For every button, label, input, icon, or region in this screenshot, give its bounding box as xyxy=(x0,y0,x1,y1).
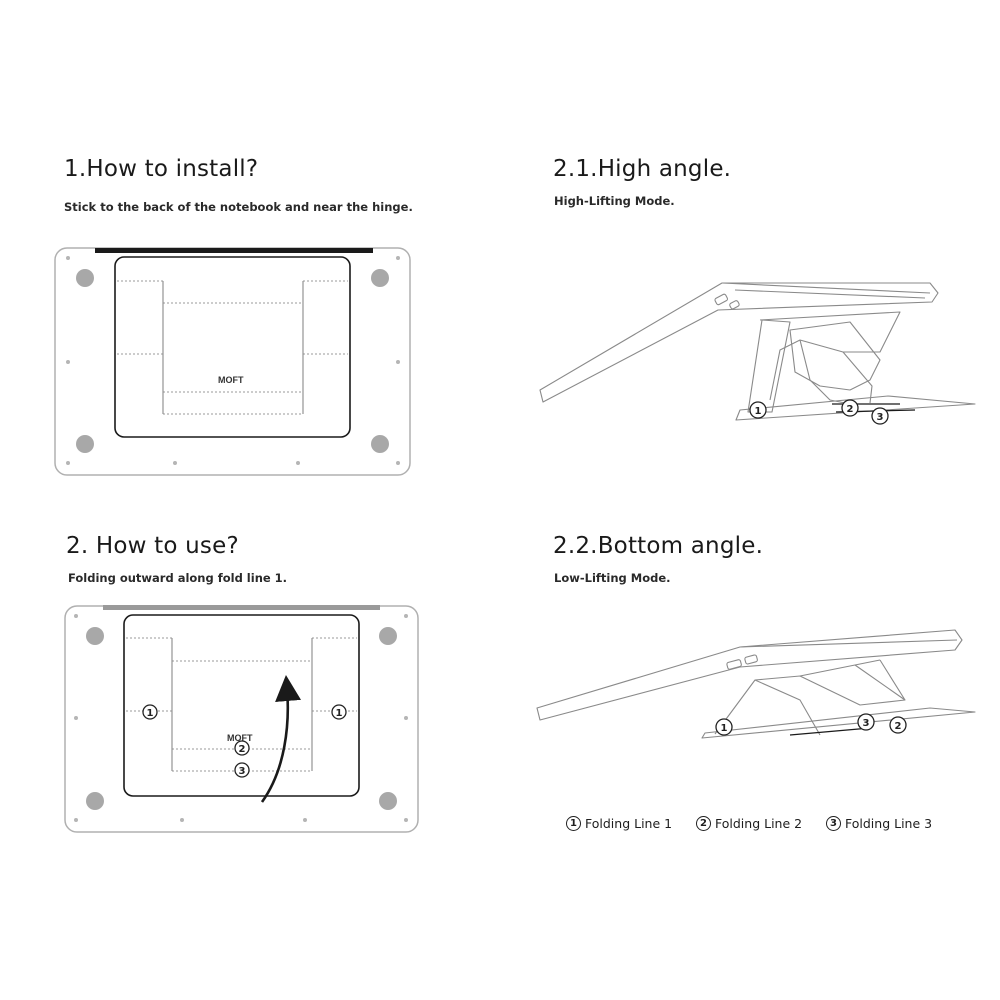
fold-arrow xyxy=(260,675,302,803)
legend-folding-line-3: 3 Folding Line 3 xyxy=(826,816,932,831)
svg-text:1: 1 xyxy=(721,723,728,734)
legend-label: Folding Line 2 xyxy=(715,816,803,831)
legend-number: 3 xyxy=(826,816,841,831)
moft-logo: MOFT xyxy=(218,375,244,385)
legend-label: Folding Line 1 xyxy=(585,816,673,831)
legend-number: 1 xyxy=(566,816,581,831)
hinge-bar xyxy=(95,248,373,253)
bottom-angle-illustration xyxy=(536,629,976,739)
svg-text:1: 1 xyxy=(147,708,154,719)
moft-logo: MOFT xyxy=(227,733,253,743)
bottom-angle-subtitle: Low-Lifting Mode. xyxy=(554,571,671,585)
bottom-angle-title: 2.2.Bottom angle. xyxy=(553,533,764,559)
install-title: 1.How to install? xyxy=(64,156,259,182)
foot xyxy=(76,269,94,287)
svg-text:1: 1 xyxy=(336,708,343,719)
foot xyxy=(86,627,104,645)
foot xyxy=(371,435,389,453)
use-title: 2. How to use? xyxy=(66,533,239,559)
svg-text:2: 2 xyxy=(239,744,246,755)
high-angle-subtitle: High-Lifting Mode. xyxy=(554,194,675,208)
foot xyxy=(379,627,397,645)
marker-line-2: 2 xyxy=(234,740,250,756)
foot xyxy=(371,269,389,287)
marker-line-1-left: 1 xyxy=(142,704,158,720)
high-angle-markers: 1 2 3 xyxy=(749,399,889,425)
svg-text:3: 3 xyxy=(863,718,870,729)
marker-line-1-right: 1 xyxy=(331,704,347,720)
use-laptop-back: MOFT 1 1 2 3 xyxy=(64,605,419,833)
svg-text:3: 3 xyxy=(239,766,246,777)
moft-pad xyxy=(123,614,360,797)
legend-number: 2 xyxy=(696,816,711,831)
foot xyxy=(379,792,397,810)
bottom-angle-markers: 1 3 2 xyxy=(715,713,907,736)
moft-pad xyxy=(114,256,351,438)
install-subtitle: Stick to the back of the notebook and ne… xyxy=(64,200,413,214)
foot xyxy=(86,792,104,810)
high-angle-title: 2.1.High angle. xyxy=(553,156,732,182)
use-subtitle: Folding outward along fold line 1. xyxy=(68,571,288,585)
marker-line-3: 3 xyxy=(234,762,250,778)
svg-text:3: 3 xyxy=(877,412,884,423)
install-laptop-back: MOFT xyxy=(54,247,411,476)
svg-text:2: 2 xyxy=(895,721,902,732)
high-angle-illustration xyxy=(539,282,976,421)
legend-folding-line-2: 2 Folding Line 2 xyxy=(696,816,802,831)
foot xyxy=(76,435,94,453)
hinge-bar xyxy=(103,605,380,610)
svg-text:2: 2 xyxy=(847,404,854,415)
legend-folding-line-1: 1 Folding Line 1 xyxy=(566,816,672,831)
svg-text:1: 1 xyxy=(755,406,762,417)
legend-label: Folding Line 3 xyxy=(845,816,933,831)
